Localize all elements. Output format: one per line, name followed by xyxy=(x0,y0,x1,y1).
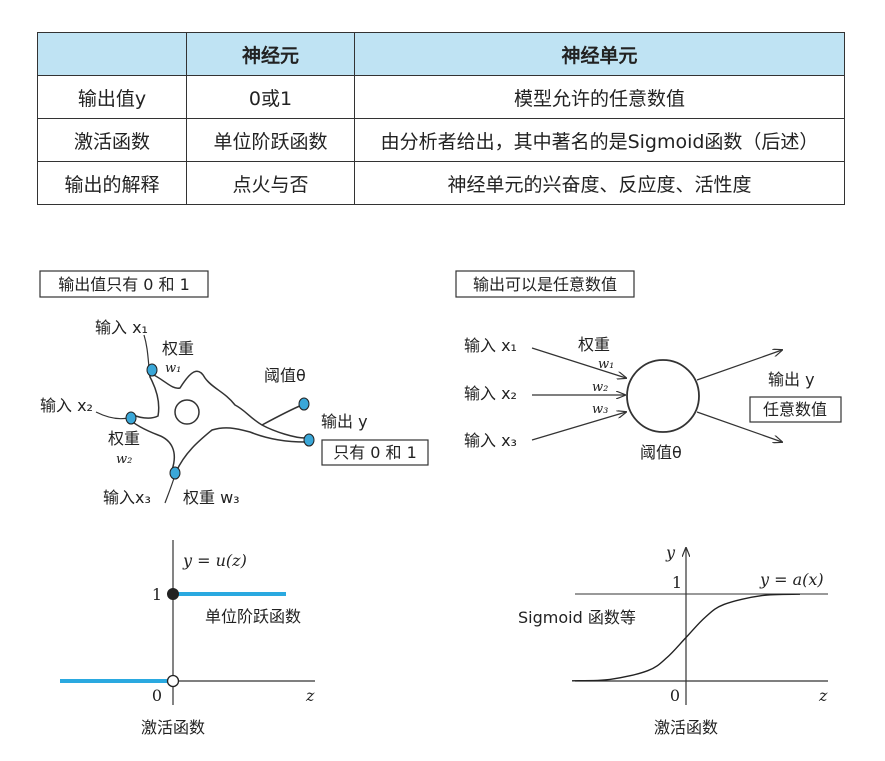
step-origin-label: 0 xyxy=(152,686,162,705)
dendrite-line xyxy=(95,411,129,420)
right-input1-label: 输入 x₁ xyxy=(464,336,517,355)
left-output-box-text: 只有 0 和 1 xyxy=(333,443,417,462)
sigmoid-x-axis-label: z xyxy=(818,686,828,705)
table-row: 激活函数 单位阶跃函数 由分析者给出，其中著名的是Sigmoid函数（后述） xyxy=(37,118,845,162)
sigmoid-curve xyxy=(571,593,801,682)
left-weight2-label: 权重 xyxy=(108,429,140,448)
right-unit-diagram: 输出可以是任意数值 输入 x₁ 输入 x₂ 输入 x₃ 权重 w₁ w₂ w₃ … xyxy=(455,270,842,462)
right-output-box xyxy=(749,396,842,423)
step-function-chart: 1 0 z y = u(z) 单位阶跃函数 激活函数 xyxy=(60,540,315,737)
sigmoid-chart: 1 0 z y y = a(x) Sigmoid 函数等 激活函数 xyxy=(518,543,828,737)
left-title-text: 输出值只有 0 和 1 xyxy=(58,275,190,294)
nucleus-circle xyxy=(174,399,200,425)
sigmoid-curve-label: y = a(x) xyxy=(759,570,824,589)
synapse-dot xyxy=(298,397,310,411)
input3-arrow xyxy=(531,412,626,441)
table-cell: 点火与否 xyxy=(186,161,355,205)
unit-circle xyxy=(626,359,700,433)
step-closed-point xyxy=(167,588,179,600)
output-arrow xyxy=(696,411,782,442)
sigmoid-annotation: Sigmoid 函数等 xyxy=(518,608,636,627)
table-cell: 单位阶跃函数 xyxy=(186,118,355,162)
table-header-unit: 神经单元 xyxy=(354,32,845,76)
output-arrow xyxy=(696,350,782,381)
synapse-dot xyxy=(125,411,137,425)
left-weight1-symbol: w₁ xyxy=(165,361,181,376)
table-header-row: 神经元 神经单元 xyxy=(37,32,845,76)
table-cell: 输出的解释 xyxy=(37,161,187,205)
left-weight2-symbol: w₂ xyxy=(116,452,132,467)
left-weight1-label: 权重 xyxy=(162,339,194,358)
right-threshold-label: 阈值θ xyxy=(640,443,682,462)
left-output-box xyxy=(321,439,429,466)
table-row: 输出的解释 点火与否 神经单元的兴奋度、反应度、活性度 xyxy=(37,161,845,205)
step-open-point xyxy=(166,674,180,688)
step-series-group xyxy=(60,592,286,683)
sigmoid-y-axis-label: y xyxy=(665,543,676,562)
left-title-box xyxy=(39,270,209,298)
right-w2: w₂ xyxy=(592,380,608,395)
step-caption: 激活函数 xyxy=(141,718,205,737)
right-input3-label: 输入 x₃ xyxy=(464,431,517,450)
synapse-dot xyxy=(146,363,158,377)
right-w3: w₃ xyxy=(592,402,608,417)
input1-arrow xyxy=(531,347,626,378)
comparison-table: 神经元 神经单元 输出值y 0或1 模型允许的任意数值 激活函数 单位阶跃函数 … xyxy=(37,32,845,205)
table-cell: 神经单元的兴奋度、反应度、活性度 xyxy=(354,161,845,205)
table-cell: 模型允许的任意数值 xyxy=(354,75,845,119)
right-w1: w₁ xyxy=(598,357,614,372)
right-title-box xyxy=(455,270,635,298)
left-neuron-diagram: 输出值只有 0 和 1 输入 x₁ 权重 w₁ 输入 x₂ 权重 w₂ 输入x₃… xyxy=(39,270,429,507)
synapse-dot xyxy=(303,433,315,447)
step-y-tick-1: 1 xyxy=(152,585,162,604)
left-input2-label: 输入 x₂ xyxy=(40,396,93,415)
left-threshold-label: 阈值θ xyxy=(264,366,306,385)
table-cell: 激活函数 xyxy=(37,118,187,162)
left-input1-label: 输入 x₁ xyxy=(95,318,148,337)
table-row: 输出值y 0或1 模型允许的任意数值 xyxy=(37,75,845,119)
left-input3-label: 输入x₃ xyxy=(103,488,151,507)
table-header-empty xyxy=(37,32,187,76)
right-output-label: 输出 y xyxy=(768,370,815,389)
right-input2-label: 输入 x₂ xyxy=(464,384,517,403)
sigmoid-origin-label: 0 xyxy=(670,686,680,705)
table-cell: 由分析者给出，其中著名的是Sigmoid函数（后述） xyxy=(354,118,845,162)
sigmoid-caption: 激活函数 xyxy=(654,718,718,737)
left-weight3-label: 权重 w₃ xyxy=(183,488,240,507)
right-title-text: 输出可以是任意数值 xyxy=(473,275,617,294)
axon-branch-line xyxy=(261,404,303,426)
step-curve-label: y = u(z) xyxy=(182,551,247,570)
step-x-axis-label: z xyxy=(305,686,315,705)
left-output-label: 输出 y xyxy=(321,412,368,431)
sigmoid-y-tick-1: 1 xyxy=(672,573,682,592)
synapse-dot xyxy=(169,466,181,480)
right-weight-label: 权重 xyxy=(578,335,610,354)
step-annotation: 单位阶跃函数 xyxy=(205,607,301,626)
right-output-box-text: 任意数值 xyxy=(763,400,827,419)
neuron-body-shape xyxy=(127,370,306,474)
